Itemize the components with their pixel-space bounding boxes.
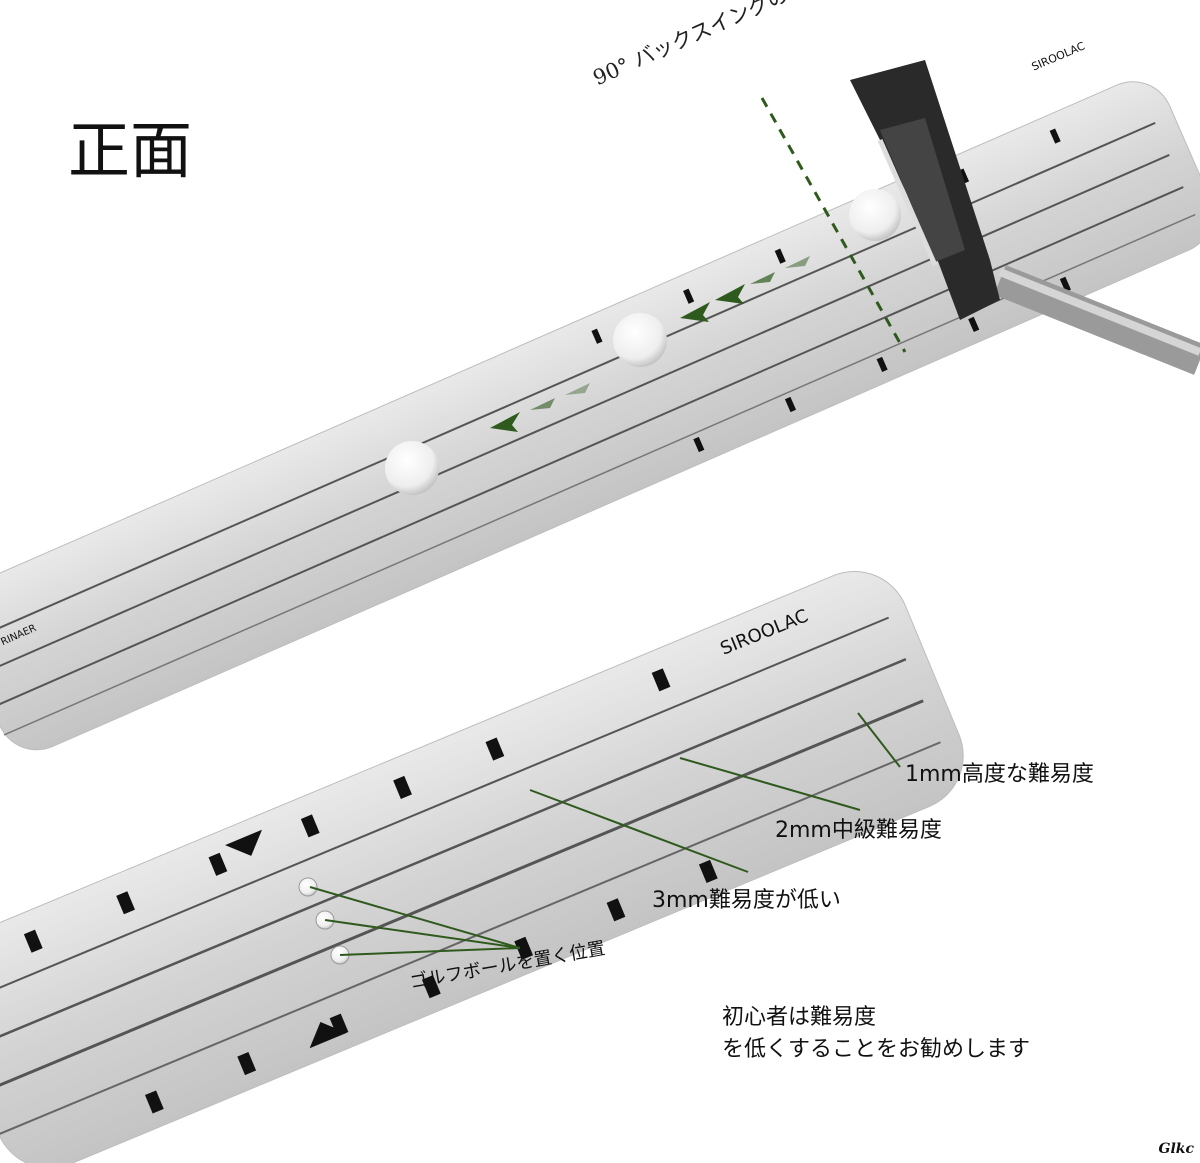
groove-label-3mm: 3mm難易度が低い bbox=[652, 888, 841, 913]
page-title: 正面 bbox=[68, 114, 193, 187]
arrow-icons bbox=[490, 256, 810, 432]
top-rail bbox=[0, 81, 1200, 751]
golf-ball bbox=[613, 313, 667, 367]
bottom-rail bbox=[0, 570, 964, 1163]
tip-line-1: 初心者は難易度 bbox=[722, 1005, 877, 1030]
ball-position-marker bbox=[298, 877, 318, 897]
groove-label-2mm: 2mm中級難易度 bbox=[775, 818, 942, 843]
golf-ball bbox=[849, 189, 901, 241]
groove-label-1mm: 1mm高度な難易度 bbox=[905, 762, 1094, 787]
beginner-tip: 初心者は難易度 を低くすることをお勧めします bbox=[722, 1002, 1030, 1066]
golf-ball bbox=[385, 441, 439, 495]
sightline-dashed bbox=[760, 97, 907, 353]
leader-lines bbox=[309, 712, 901, 956]
putter-icon bbox=[850, 60, 1200, 375]
watermark: Glkc bbox=[1158, 1141, 1195, 1157]
tip-line-2: を低くすることをお勧めします bbox=[722, 1037, 1031, 1062]
